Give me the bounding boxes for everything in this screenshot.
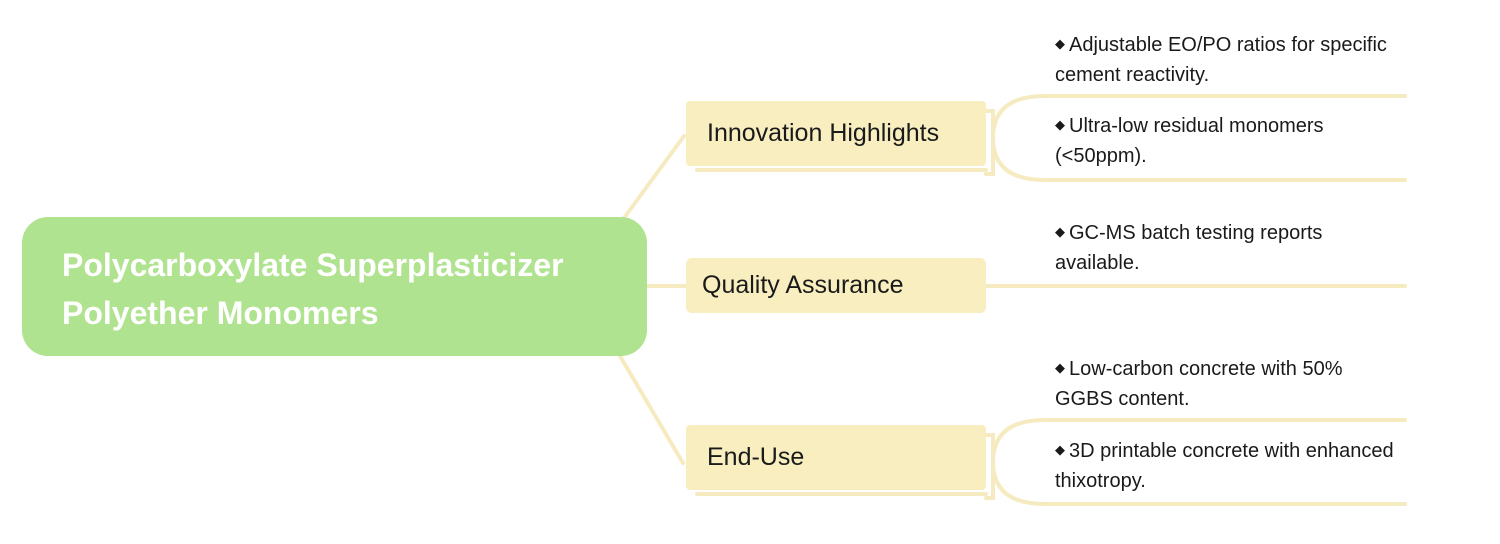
root-topic-line-2: Polyether Monomers (62, 295, 379, 331)
branch-label: Innovation Highlights (707, 119, 940, 147)
leaf-gc-ms-testing[interactable]: ◆GC-MS batch testing reports available. (1055, 217, 1405, 278)
root-topic-line-1: Polycarboxylate Superplasticizer (62, 247, 564, 283)
branch-innovation-highlights[interactable]: Innovation Highlights (686, 101, 986, 166)
diamond-bullet-icon: ◆ (1055, 360, 1065, 375)
leaf-text: Adjustable EO/PO ratios for specific cem… (1055, 34, 1387, 86)
branch-label: End-Use (707, 443, 805, 471)
leaf-low-carbon-concrete[interactable]: ◆Low-carbon concrete with 50% GGBS conte… (1055, 353, 1405, 414)
leaf-3d-printable-concrete[interactable]: ◆3D printable concrete with enhanced thi… (1055, 435, 1405, 496)
leaf-residual-monomers[interactable]: ◆Ultra-low residual monomers (<50ppm). (1055, 110, 1405, 171)
innovation-leaf-bracket (990, 94, 1407, 182)
diamond-bullet-icon: ◆ (1055, 117, 1065, 132)
diamond-bullet-icon: ◆ (1055, 36, 1065, 51)
root-to-innovation-connector (622, 134, 686, 220)
enduse-leaf-bracket (990, 418, 1407, 506)
root-topic-node[interactable]: Polycarboxylate Superplasticizer Polyeth… (22, 217, 647, 356)
diamond-bullet-icon: ◆ (1055, 224, 1065, 239)
leaf-text: Ultra-low residual monomers (<50ppm). (1055, 115, 1324, 167)
root-to-enduse-connector (618, 354, 685, 465)
leaf-eo-po-ratios[interactable]: ◆Adjustable EO/PO ratios for specific ce… (1055, 29, 1405, 90)
branch-label: Quality Assurance (702, 271, 904, 299)
leaf-text: Low-carbon concrete with 50% GGBS conten… (1055, 358, 1343, 410)
branch-quality-assurance[interactable]: Quality Assurance (686, 258, 986, 313)
branch-end-use[interactable]: End-Use (686, 425, 986, 490)
diamond-bullet-icon: ◆ (1055, 442, 1065, 457)
leaf-text: 3D printable concrete with enhanced thix… (1055, 440, 1394, 492)
leaf-text: GC-MS batch testing reports available. (1055, 222, 1323, 274)
